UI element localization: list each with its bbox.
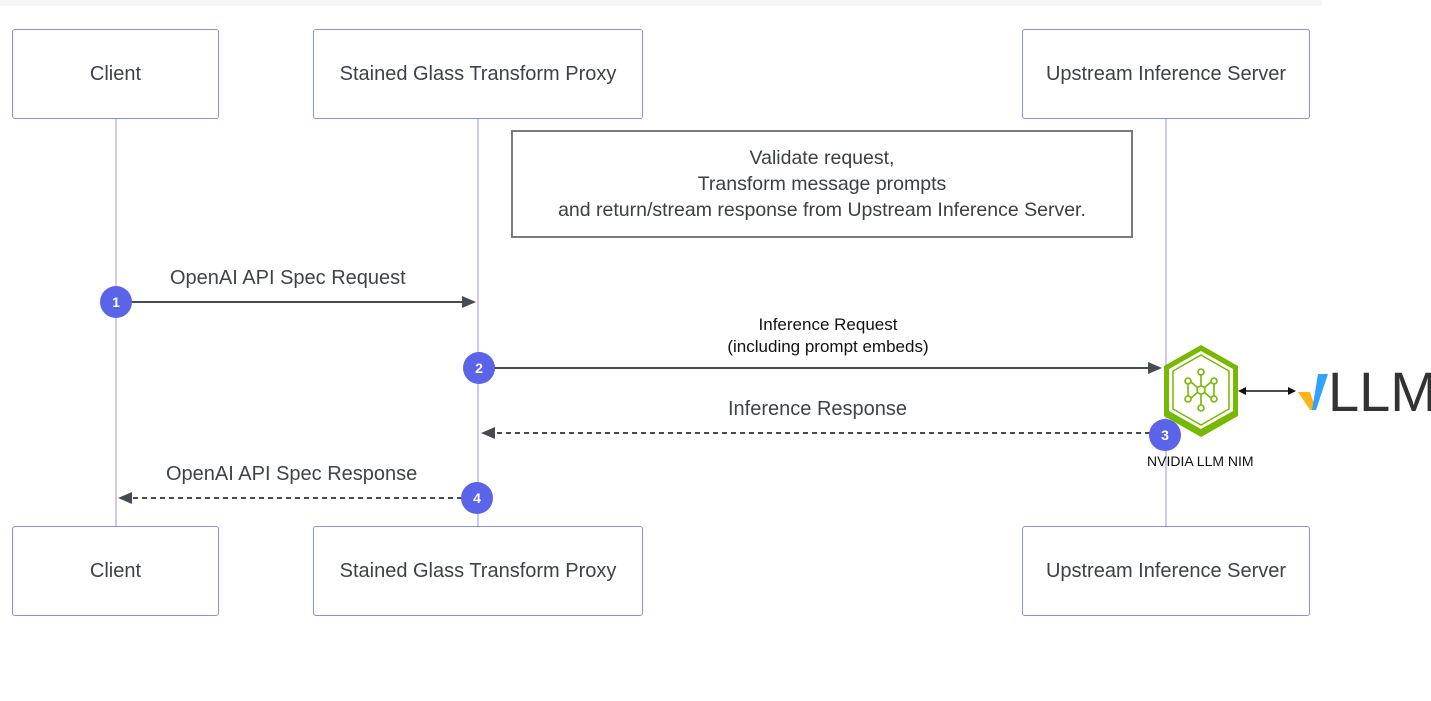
step-badge-2: 2 (463, 352, 495, 384)
participant-label: Stained Glass Transform Proxy (339, 62, 617, 85)
client-lifeline (115, 118, 117, 526)
note-line: Validate request, (749, 147, 895, 169)
message-label-inference-request: Inference Request (including prompt embe… (690, 314, 966, 358)
note-line: Transform message prompts (697, 173, 947, 195)
step-badge-1: 1 (100, 286, 132, 318)
message-label-line: (including prompt embeds) (727, 337, 929, 356)
proxy-lifeline (477, 118, 479, 526)
step-badge-4: 4 (461, 482, 493, 514)
participant-label: Client (89, 62, 142, 85)
participant-proxy-top: Stained Glass Transform Proxy (313, 29, 643, 119)
nim-caption: NVIDIA LLM NIM (1147, 453, 1254, 469)
arrowhead (118, 492, 132, 504)
arrowhead (1148, 362, 1162, 374)
message-label-inference-response: Inference Response (728, 398, 908, 420)
arrowhead (1238, 387, 1246, 395)
participant-label: Upstream Inference Server (1045, 559, 1287, 582)
step-badge-3: 3 (1149, 419, 1181, 451)
message-label-line: Inference Request (758, 315, 898, 334)
participant-label: Stained Glass Transform Proxy (339, 559, 617, 582)
top-band (0, 0, 1322, 6)
message-label-request: OpenAI API Spec Request (170, 267, 406, 289)
participant-proxy-bottom: Stained Glass Transform Proxy (313, 526, 643, 616)
proxy-note: Validate request, Transform message prom… (511, 130, 1133, 238)
participant-label: Client (89, 559, 142, 582)
participant-server-top: Upstream Inference Server (1022, 29, 1310, 119)
vllm-logo (1298, 374, 1328, 410)
participant-client-top: Client (12, 29, 219, 119)
nvidia-nim-cube-icon (1164, 345, 1238, 437)
arrowhead (481, 427, 495, 439)
participant-server-bottom: Upstream Inference Server (1022, 526, 1310, 616)
vllm-wordmark: LLM (1328, 360, 1431, 423)
participant-client-bottom: Client (12, 526, 219, 616)
note-line: and return/stream response from Upstream… (558, 199, 1086, 221)
arrowhead (1288, 387, 1296, 395)
server-lifeline (1165, 118, 1167, 526)
participant-label: Upstream Inference Server (1045, 62, 1287, 85)
message-label-response: OpenAI API Spec Response (166, 463, 418, 485)
arrowhead (462, 296, 476, 308)
